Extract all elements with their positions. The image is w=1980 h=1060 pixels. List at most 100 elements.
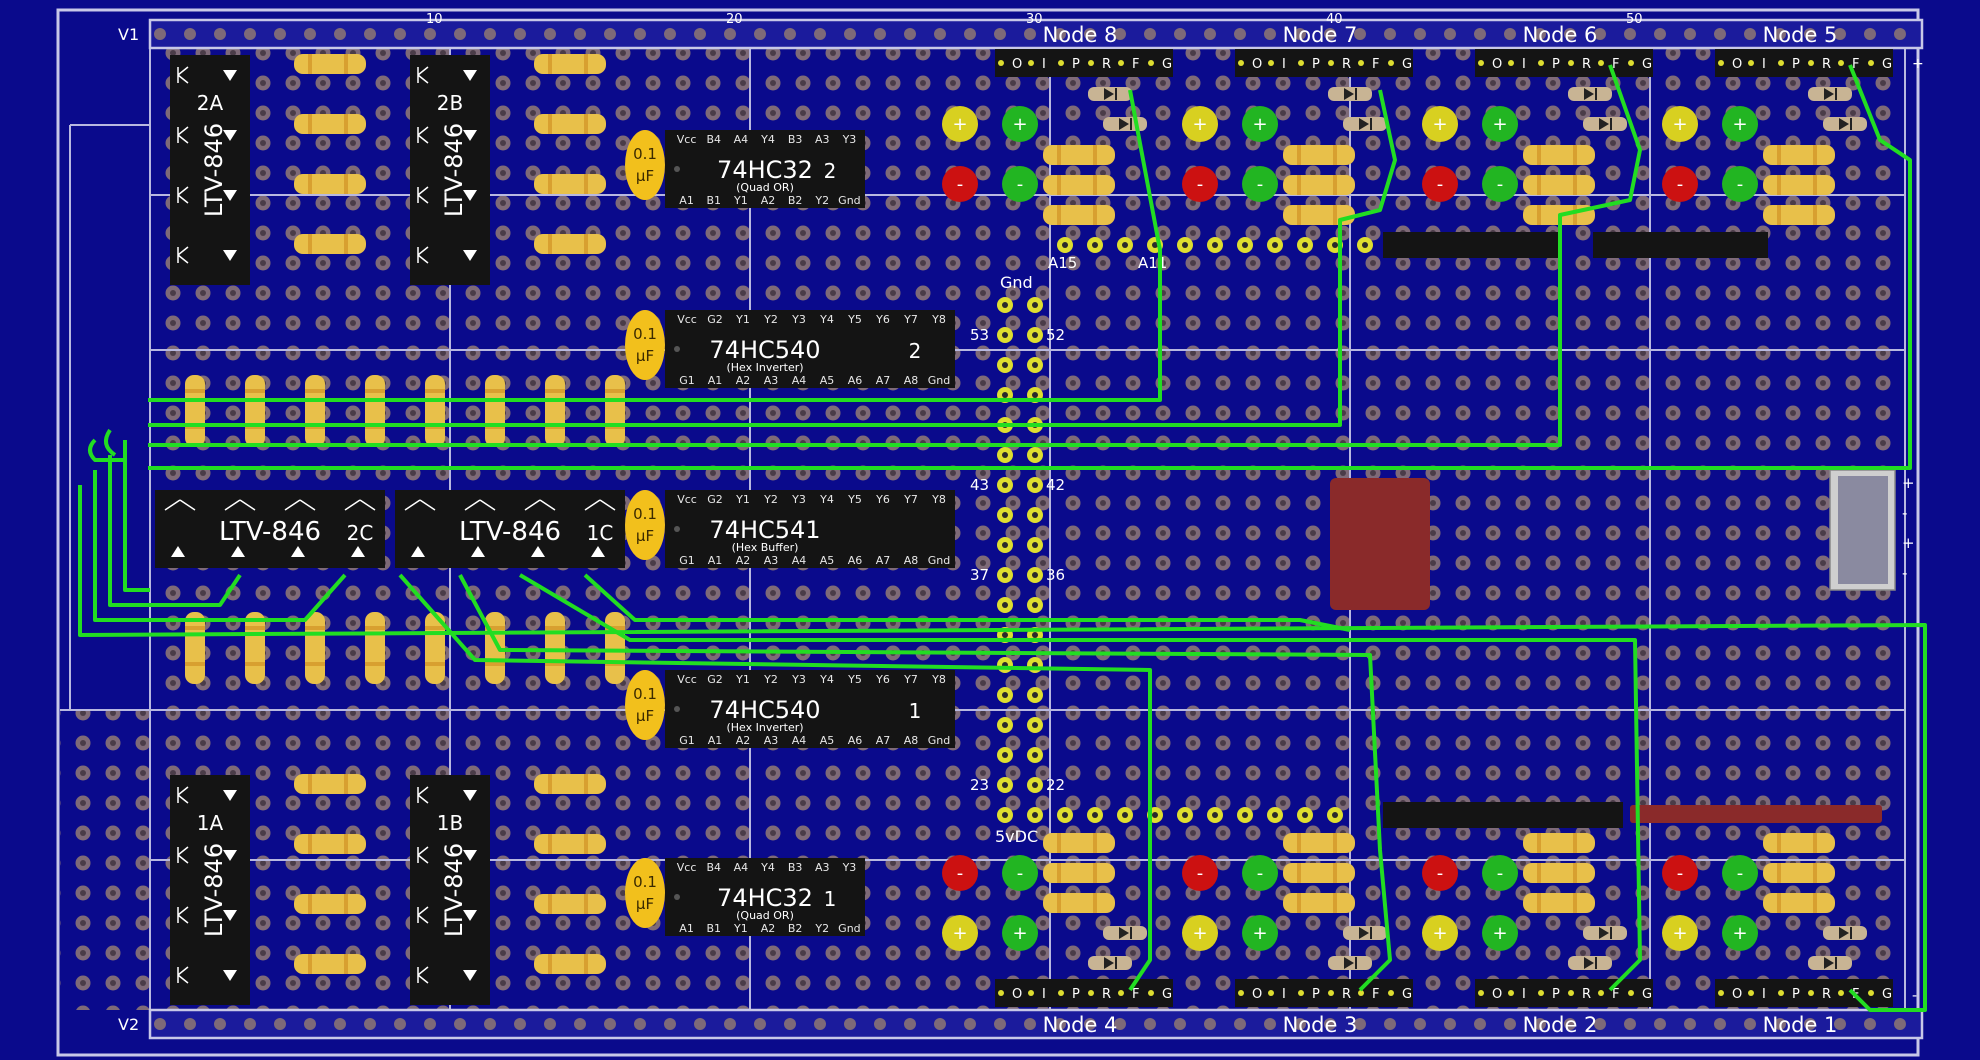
rail-pad [1324, 1018, 1336, 1030]
rail-pad [304, 28, 316, 40]
led-sign: - [1197, 863, 1204, 884]
ruler-40: 40 [1326, 12, 1343, 27]
chip-pin-label: A2 [736, 374, 751, 387]
chip-pin-label: Gnd [928, 734, 950, 747]
cap-unit: µF [636, 707, 654, 725]
header-pin [1027, 687, 1043, 703]
chip-pin-label: G2 [707, 313, 723, 326]
chip-desc: (Quad OR) [736, 909, 794, 922]
rail-pad [1834, 1018, 1846, 1030]
rail-pad [1744, 28, 1756, 40]
resistor [294, 54, 366, 74]
resistor [1043, 205, 1115, 225]
rail-pad [1594, 28, 1606, 40]
resistor [534, 234, 606, 254]
resistor [1763, 863, 1835, 883]
node-header [1475, 49, 1653, 77]
rail-pad [1804, 1018, 1816, 1030]
chip-pin-label: Y1 [735, 313, 750, 326]
resistor [1283, 205, 1355, 225]
chip-pin-label: A4 [734, 133, 749, 146]
resistor [534, 834, 606, 854]
rail-pad [514, 1018, 526, 1030]
header-pin [997, 297, 1013, 313]
node-5-label: Node 5 [1763, 23, 1838, 47]
ruler: 10 20 30 40 50 [426, 12, 1643, 27]
rail-pad [1144, 1018, 1156, 1030]
node-pin-label: R [1582, 57, 1591, 72]
resistor [1523, 145, 1595, 165]
chip-pin-label: Y6 [875, 493, 890, 506]
rail-pad [514, 28, 526, 40]
node-pin-label: F [1612, 987, 1619, 1002]
chip-pin-label: A2 [736, 554, 751, 567]
resistor [365, 375, 385, 447]
rail-pad [1024, 1018, 1036, 1030]
header-strip [1593, 232, 1768, 258]
rail-pad [1264, 28, 1276, 40]
chip-pin-label: Y5 [847, 673, 862, 686]
rail-pad [244, 1018, 256, 1030]
header-pin [997, 777, 1013, 793]
node-header [1715, 49, 1893, 77]
header-pin [1027, 807, 1043, 823]
chip-pin-label: Y2 [763, 493, 778, 506]
rail-minus-mark: - [1912, 988, 1917, 1004]
led-sign: - [1257, 863, 1264, 884]
led [942, 106, 978, 142]
capacitor: 0.1µF [625, 490, 665, 560]
chip-name: 74HC541 [709, 516, 820, 544]
rail-pad [604, 1018, 616, 1030]
chip-name: 74HC32 [717, 884, 813, 912]
rail-pad [694, 1018, 706, 1030]
resistor [305, 612, 325, 684]
opto-1B-id: 1B [437, 811, 463, 835]
node-labels-top: Node 8 Node 7 Node 6 Node 5 [1043, 23, 1838, 47]
resistor [1763, 833, 1835, 853]
rail-pad [1504, 28, 1516, 40]
rail-pad [1114, 28, 1126, 40]
header-pin [1027, 507, 1043, 523]
rail-pad [1714, 28, 1726, 40]
led [1002, 915, 1038, 951]
opto-glyph [463, 70, 477, 81]
header-pin [1027, 477, 1043, 493]
header-pin [1177, 807, 1193, 823]
chip-pin-label: Y3 [791, 313, 806, 326]
ruler-10: 10 [426, 12, 443, 27]
resistor [1043, 145, 1115, 165]
node-pin-label: F [1372, 987, 1379, 1002]
resistor [605, 612, 625, 684]
opto-2B-part: LTV-846 [440, 123, 468, 217]
opto-1C: LTV-846 1C [395, 490, 625, 568]
chip-pin-label: G1 [679, 374, 695, 387]
led [1722, 106, 1758, 142]
node-4-label: Node 4 [1043, 1013, 1118, 1037]
chip-pin-label: A5 [820, 554, 835, 567]
node-7-label: Node 7 [1283, 23, 1358, 47]
led [942, 855, 978, 891]
rail-pad [304, 1018, 316, 1030]
opto-1A: 1A LTV-846 [170, 775, 250, 1005]
chip-pin-label: Y2 [814, 922, 829, 935]
resistor [1283, 863, 1355, 883]
chip-pin-label: Y4 [760, 861, 775, 874]
chip-desc: (Hex Buffer) [732, 541, 799, 554]
rail-pad [634, 28, 646, 40]
header-pin [997, 327, 1013, 343]
chip-name: 74HC32 [717, 156, 813, 184]
node-pin-label: I [1282, 57, 1286, 72]
opto-1A-part: LTV-846 [200, 843, 228, 937]
rail-pad [844, 1018, 856, 1030]
chip-pin-label: G2 [707, 493, 723, 506]
rail-pad [154, 1018, 166, 1030]
resistor [1283, 833, 1355, 853]
node-pin-label: F [1132, 987, 1139, 1002]
chip-pin-label: B2 [788, 194, 803, 207]
chip-pin-label: Y8 [931, 673, 946, 686]
resistor [294, 894, 366, 914]
rail-pad [874, 28, 886, 40]
